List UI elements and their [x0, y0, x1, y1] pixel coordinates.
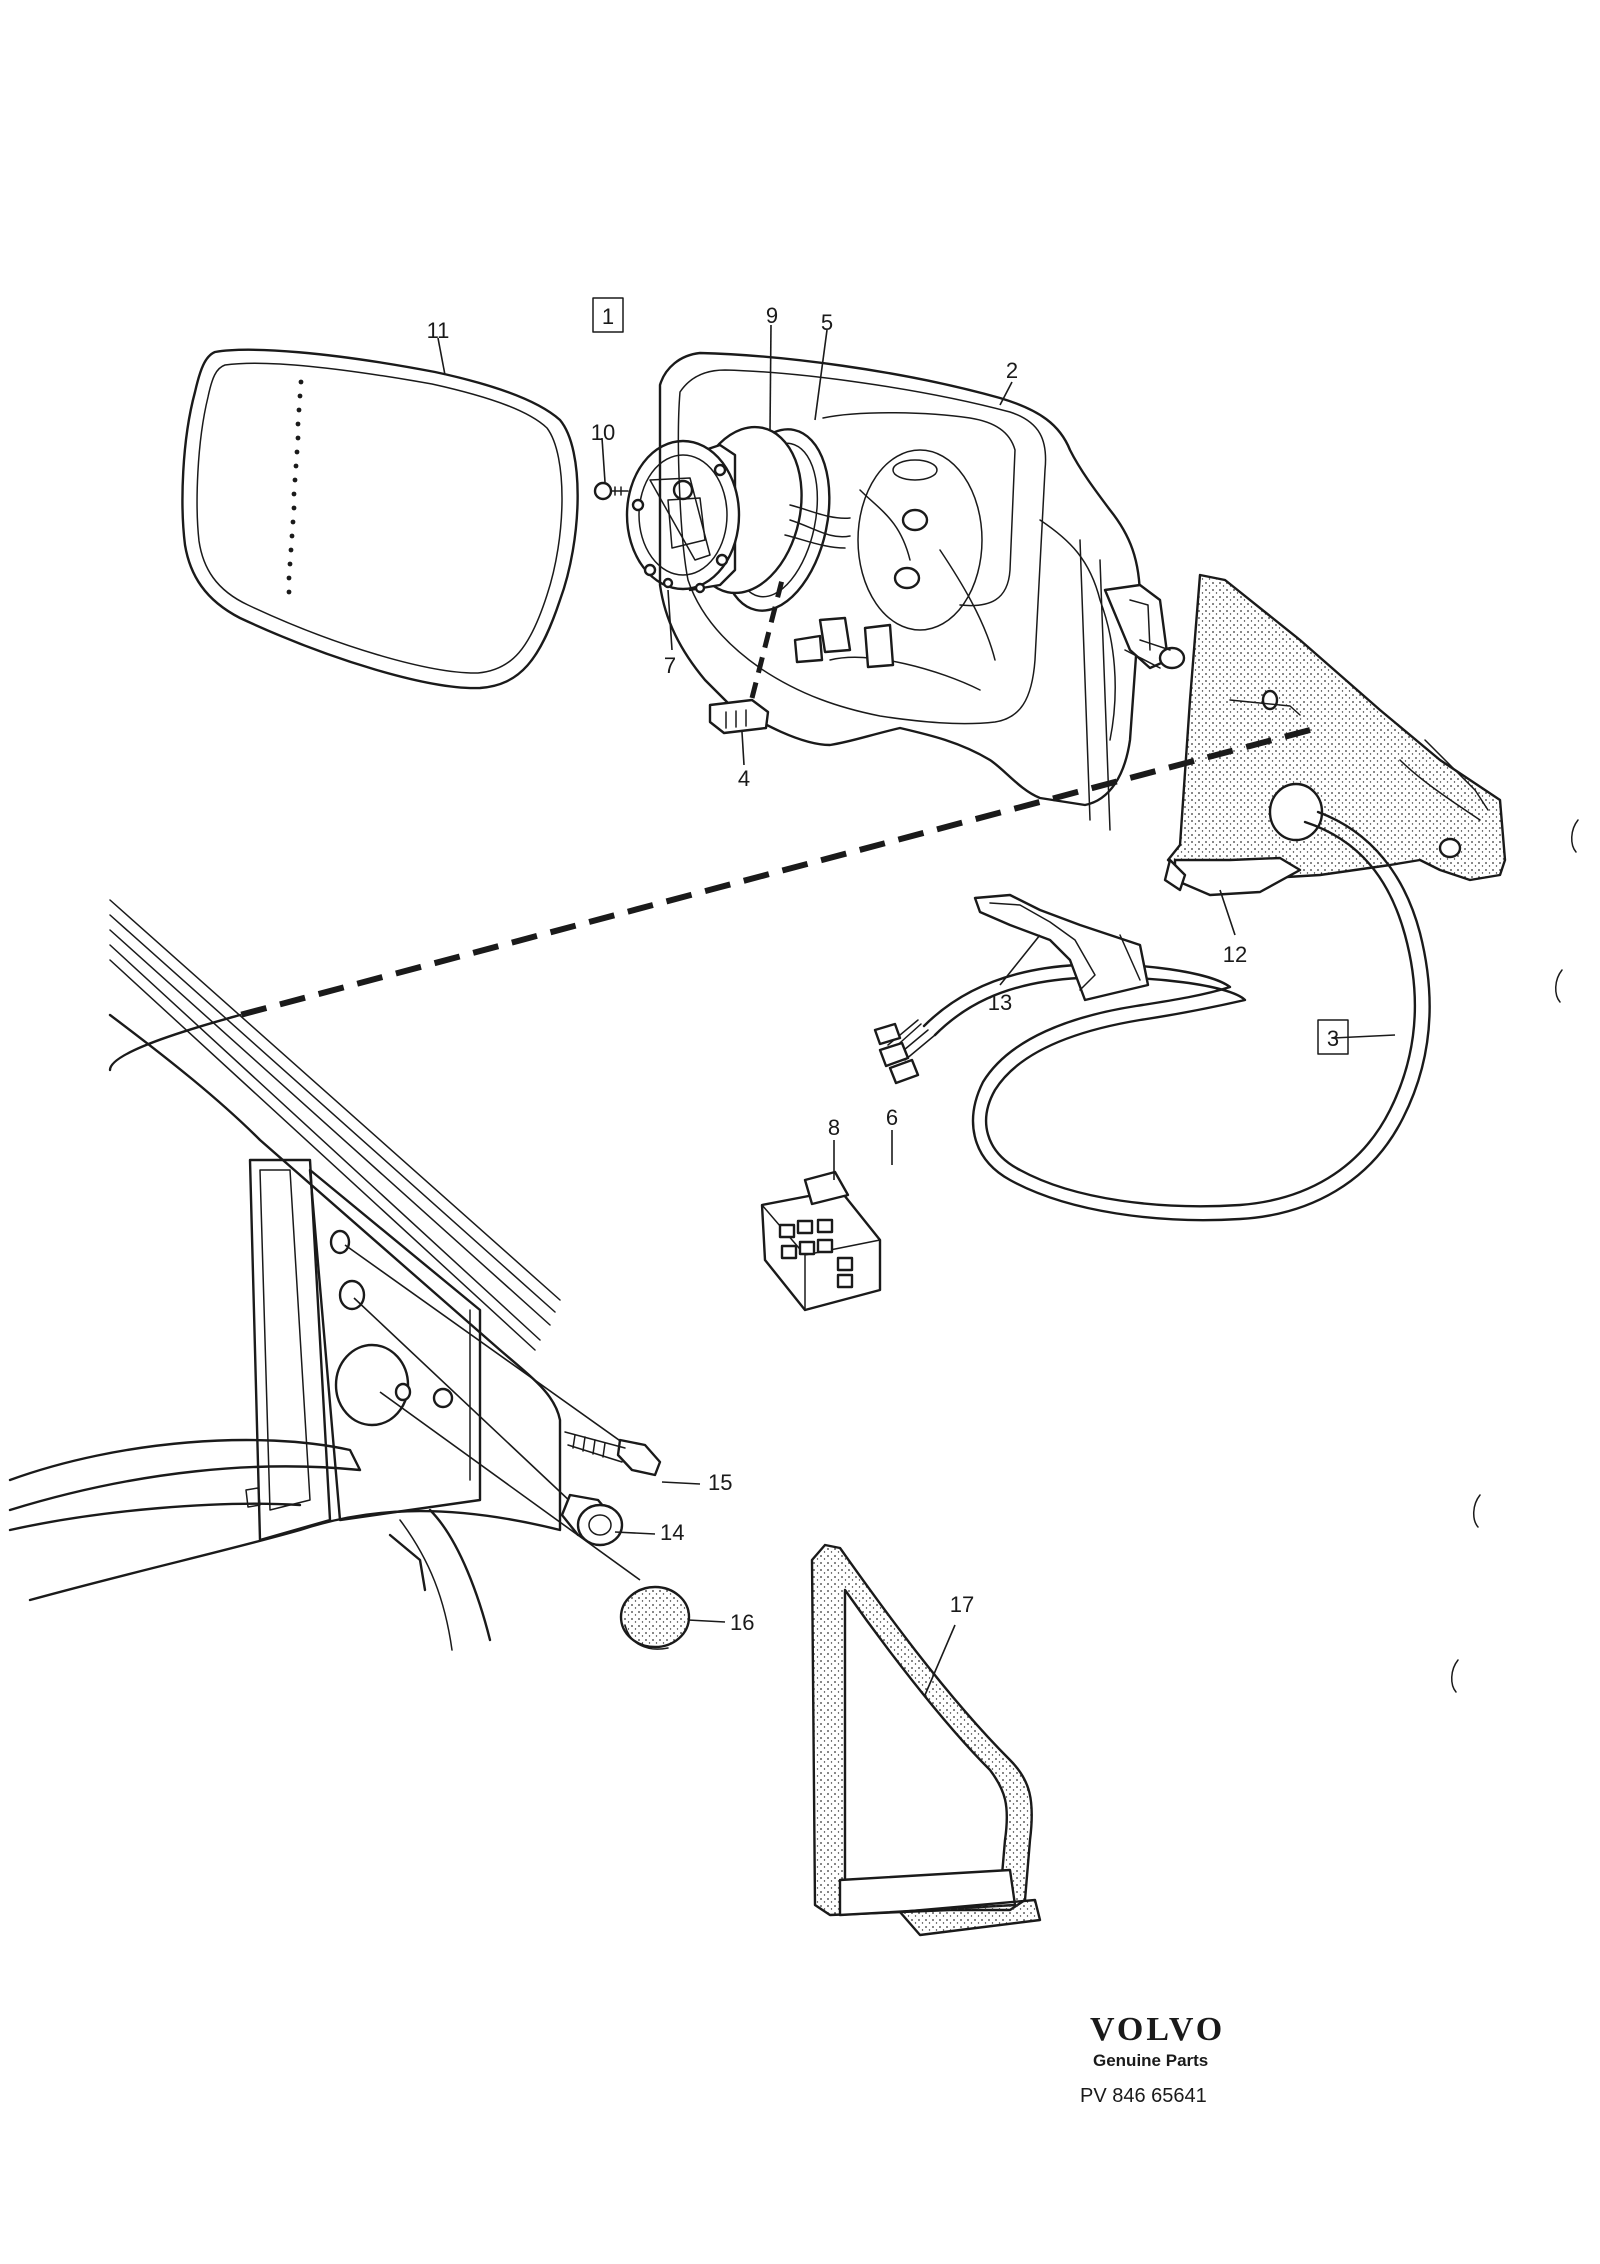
callout-15: 15	[708, 1470, 732, 1495]
connector-8-part	[760, 1170, 882, 1312]
callout-17: 17	[950, 1592, 974, 1617]
callout-5: 5	[821, 310, 833, 335]
motor-assembly-part	[625, 425, 851, 612]
bolt-15-part	[564, 1431, 662, 1477]
mounting-base-part	[1163, 573, 1507, 897]
callout-16: 16	[730, 1610, 754, 1635]
seal-13-part	[973, 893, 1150, 1002]
callout-6: 6	[886, 1105, 898, 1130]
cover-17-part	[810, 1543, 1042, 1937]
callout-4: 4	[738, 766, 750, 791]
svg-text:3: 3	[1327, 1026, 1339, 1051]
brand-logo: VOLVO	[1090, 2011, 1225, 2048]
alignment-dashed-line	[239, 727, 1311, 1018]
callout-9: 9	[766, 303, 778, 328]
brand-footer: VOLVO Genuine Parts PV 846 65641	[1080, 2011, 1225, 2107]
mirror-glass-part	[181, 348, 579, 690]
callout-11: 11	[427, 318, 450, 343]
callout-7: 7	[664, 653, 676, 678]
mirror-housing-part	[658, 351, 1186, 831]
callout-3: 3	[1317, 1019, 1349, 1055]
brand-subtitle: Genuine Parts	[1093, 2051, 1208, 2070]
connector-4-part	[708, 579, 785, 735]
callout-2: 2	[1006, 358, 1018, 383]
page-edge-marks	[1451, 819, 1579, 1693]
callout-10: 10	[591, 420, 615, 445]
door-frame-part	[8, 899, 562, 1651]
clip-14-part	[560, 1493, 624, 1547]
screw-10-part	[593, 481, 629, 501]
callout-12: 12	[1223, 942, 1247, 967]
part-number: PV 846 65641	[1080, 2085, 1207, 2107]
callout-14: 14	[660, 1520, 684, 1545]
heater-dots	[286, 379, 304, 595]
alignment-end-mark	[108, 1013, 242, 1072]
leader-lines	[437, 324, 1396, 1696]
callout-1: 1	[592, 297, 624, 333]
callout-8: 8	[828, 1115, 840, 1140]
callout-13: 13	[988, 990, 1012, 1015]
cable-harness-part	[873, 810, 1431, 1222]
plug-16-part	[619, 1585, 691, 1650]
svg-text:1: 1	[602, 304, 614, 329]
fasteners-group	[344, 1244, 691, 1650]
